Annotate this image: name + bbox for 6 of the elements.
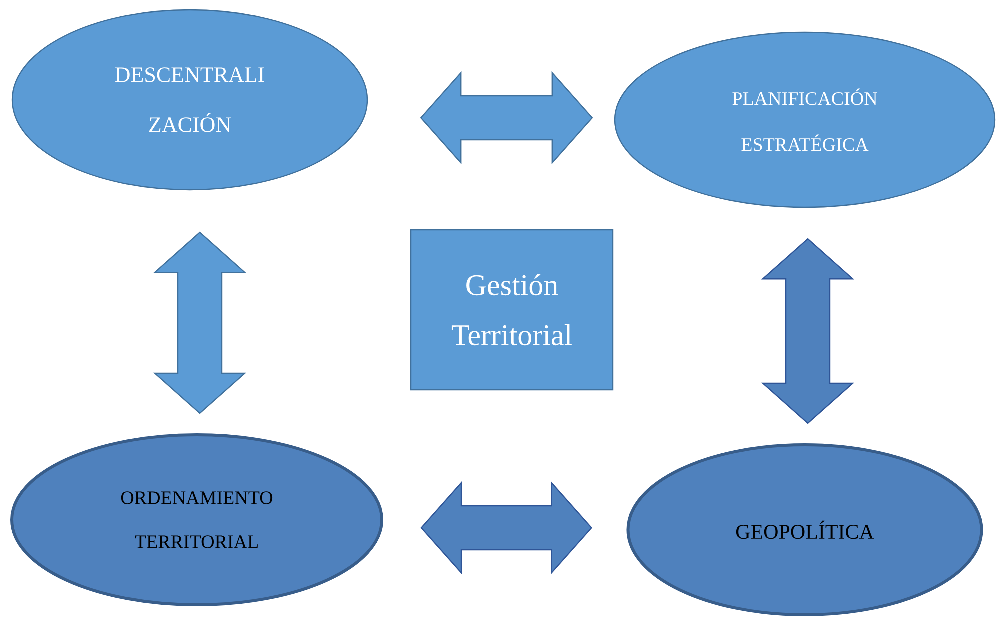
ellipse-node: PLANIFICACIÓN ESTRATÉGICA	[614, 32, 996, 208]
ellipse-node: DESCENTRALI ZACIÓN	[12, 9, 368, 191]
double-arrow	[420, 481, 593, 575]
square-node: Gestión Territorial	[410, 229, 614, 391]
ellipse-node: GEOPOLÍTICA	[626, 444, 984, 616]
ellipse-node: ORDENAMIENTO TERRITORIAL	[10, 434, 384, 606]
